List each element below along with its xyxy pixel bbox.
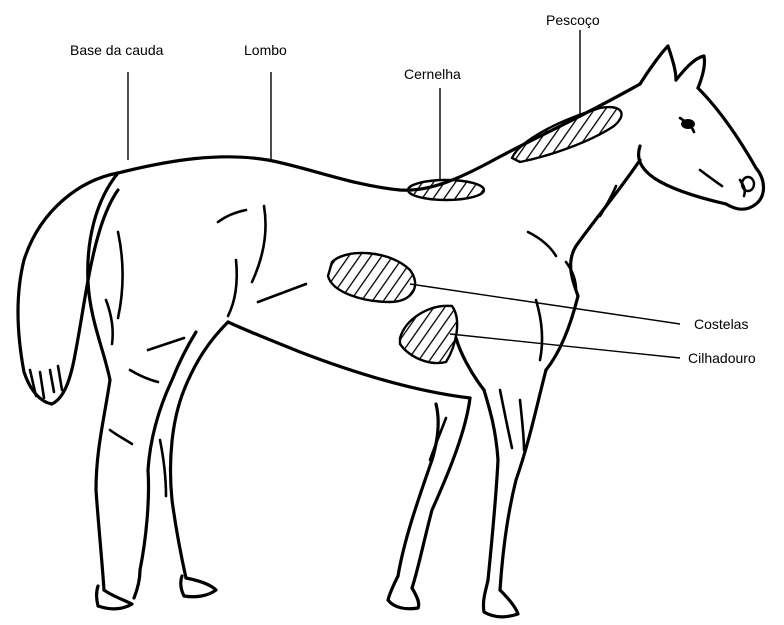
- region-ribs-patch: [328, 253, 415, 302]
- region-girth-patch: [400, 306, 457, 363]
- label-cernelha: Cernelha: [404, 66, 461, 82]
- label-lombo: Lombo: [244, 42, 287, 58]
- region-neck-patch: [512, 107, 622, 162]
- horse-outline: [18, 46, 764, 617]
- label-cilhadouro: Cilhadouro: [688, 350, 756, 366]
- label-pescoco: Pescoço: [546, 12, 600, 28]
- region-withers-patch: [408, 180, 484, 200]
- label-base-da-cauda: Base da cauda: [70, 42, 163, 58]
- label-costelas: Costelas: [694, 316, 748, 332]
- muscle-details: [106, 118, 754, 496]
